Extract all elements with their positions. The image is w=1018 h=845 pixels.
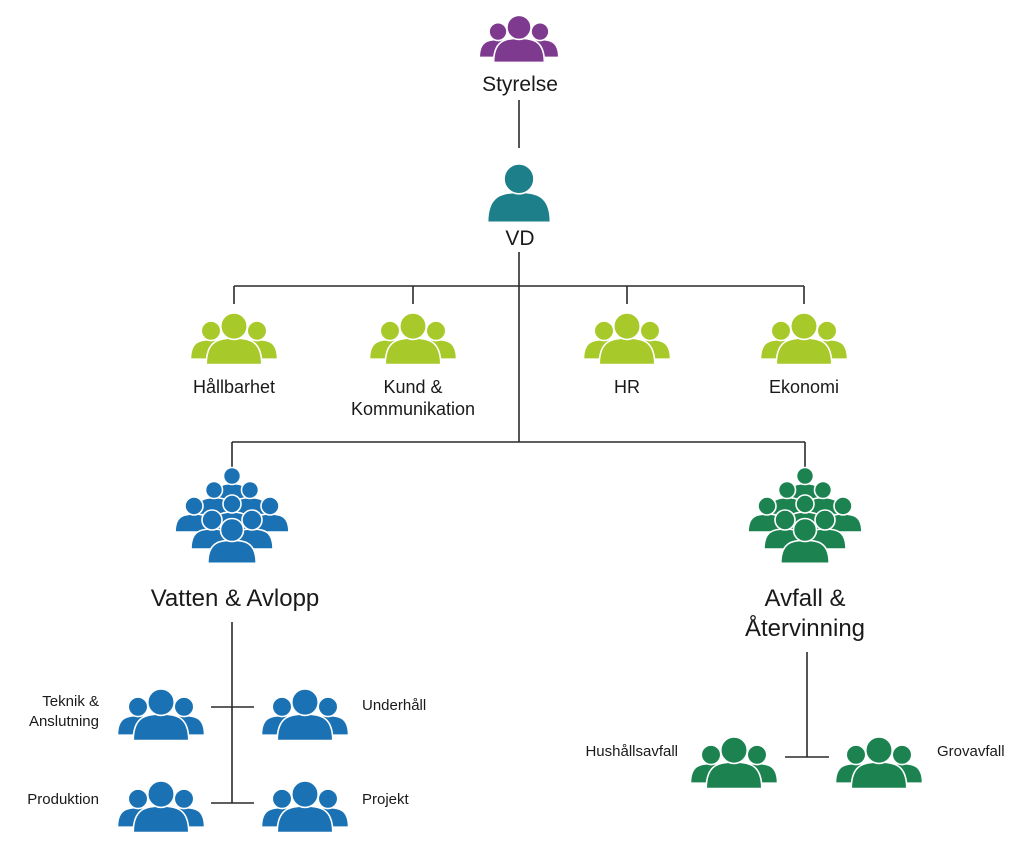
unit-icon-produktion xyxy=(116,780,206,834)
unit-icon-grovavfall xyxy=(834,736,924,790)
unit-label-hushallsavfall: Hushållsavfall xyxy=(585,743,678,760)
ceo-label: VD xyxy=(505,227,535,250)
ceo-person-icon xyxy=(486,163,552,224)
unit-label-teknik-anslutning: Teknik & Anslutning xyxy=(28,693,99,730)
staff-group-icon-0 xyxy=(189,312,279,366)
staff-label-kund-kommunikation: Kund & Kommunikation xyxy=(350,377,476,419)
unit-label-projekt: Projekt xyxy=(362,791,409,808)
staff-group-icon-2 xyxy=(582,312,672,366)
unit-icon-projekt xyxy=(260,780,350,834)
staff-label-hr: HR xyxy=(614,377,640,397)
division-label-water: Vatten & Avlopp xyxy=(150,585,320,612)
staff-label-ekonomi: Ekonomi xyxy=(768,377,840,397)
staff-label-hallbarhet: Hållbarhet xyxy=(192,377,276,397)
unit-label-produktion: Produktion xyxy=(27,791,99,808)
unit-icon-teknik-anslutning xyxy=(116,688,206,742)
unit-label-grovavfall: Grovavfall xyxy=(937,743,1005,760)
unit-icon-underhall xyxy=(260,688,350,742)
division-label-waste: Avfall & Återvinning xyxy=(744,585,866,642)
staff-group-icon-1 xyxy=(368,312,458,366)
unit-label-underhall: Underhåll xyxy=(362,697,427,714)
staff-group-icon-3 xyxy=(759,312,849,366)
board-group-icon xyxy=(478,14,560,64)
water-crowd-icon xyxy=(174,466,290,565)
board-label: Styrelse xyxy=(482,73,558,96)
waste-crowd-icon xyxy=(747,466,863,565)
unit-icon-hushallsavfall xyxy=(689,736,779,790)
